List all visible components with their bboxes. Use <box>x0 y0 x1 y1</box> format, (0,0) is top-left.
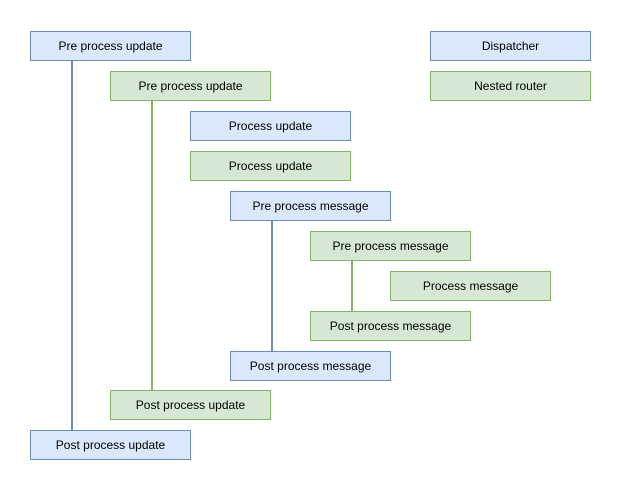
connector-pre-post-message-outer <box>271 221 273 351</box>
node-pre-process-update-blue: Pre process update <box>30 31 191 61</box>
connector-pre-post-update-inner <box>151 101 153 390</box>
connector-pre-post-update-outer <box>71 61 73 430</box>
node-process-update-blue: Process update <box>190 111 351 141</box>
node-pre-process-update-green: Pre process update <box>110 71 271 101</box>
connector-pre-post-message-inner <box>351 261 353 311</box>
node-dispatcher: Dispatcher <box>430 31 591 61</box>
node-pre-process-message-blue: Pre process message <box>230 191 391 221</box>
node-post-process-message-green: Post process message <box>310 311 471 341</box>
node-process-update-green: Process update <box>190 151 351 181</box>
node-post-process-update-blue: Post process update <box>30 430 191 460</box>
node-post-process-update-green: Post process update <box>110 390 271 420</box>
node-nested-router: Nested router <box>430 71 591 101</box>
node-process-message-green: Process message <box>390 271 551 301</box>
node-post-process-message-blue: Post process message <box>230 351 391 381</box>
node-pre-process-message-green: Pre process message <box>310 231 471 261</box>
